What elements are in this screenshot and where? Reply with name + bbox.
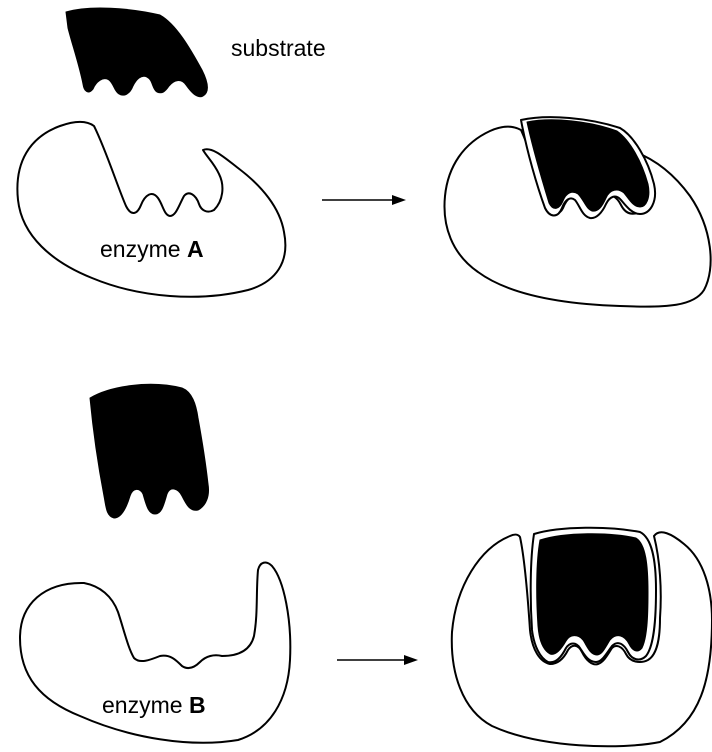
reaction-arrow-a (322, 195, 406, 205)
enzyme-b-label: enzyme B (102, 692, 206, 718)
enzyme-a-word: enzyme (100, 236, 181, 262)
substrate-b-bound-shape (537, 534, 648, 655)
enzyme-b-word: enzyme (102, 692, 183, 718)
enzyme-a-letter: A (187, 236, 204, 262)
enzyme-b-letter: B (189, 692, 206, 718)
substrate-b-shape (90, 384, 209, 518)
enzyme-a-label: enzyme A (100, 236, 204, 262)
enzyme-a-shape (17, 122, 285, 297)
reaction-arrow-b (337, 655, 418, 665)
substrate-label: substrate (231, 35, 326, 61)
substrate-a-shape (66, 8, 207, 97)
